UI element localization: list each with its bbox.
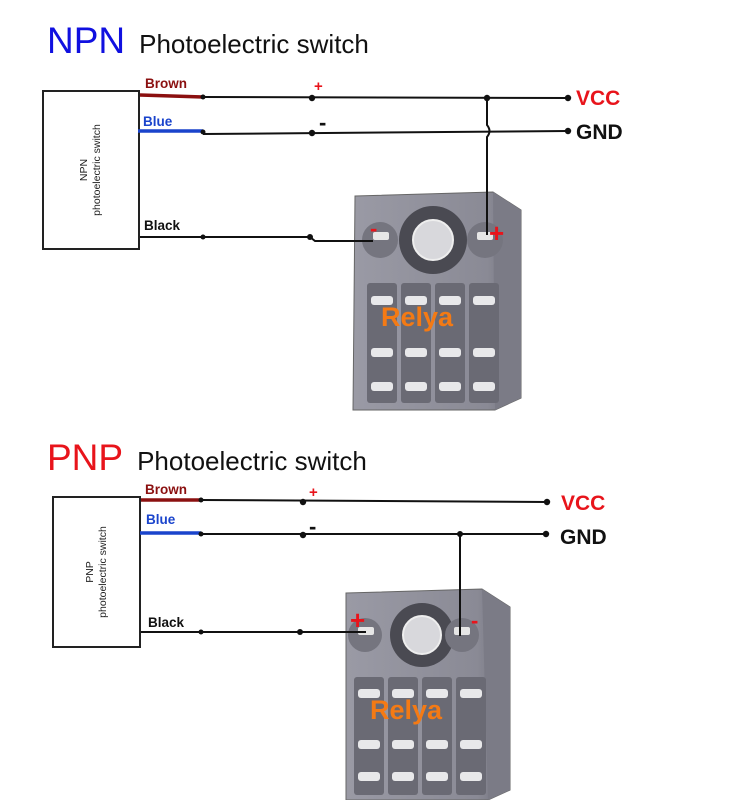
- npn-plus-sign: +: [314, 78, 323, 95]
- npn-vcc-label: VCC: [576, 87, 621, 110]
- pnp-vcc-terminal: [543, 498, 551, 506]
- pnp-wiring: [140, 497, 551, 636]
- pnp-node: [198, 497, 204, 503]
- npn-relay-plus-sign: +: [489, 218, 505, 248]
- pnp-subtitle: Photoelectric switch: [137, 446, 367, 476]
- pnp-vcc-label: VCC: [561, 492, 606, 515]
- npn-sensor-box: NPN photoelectric switch: [42, 90, 140, 250]
- npn-minus-sign: -: [319, 110, 327, 135]
- npn-node: [307, 234, 313, 240]
- npn-brown-wire: [139, 93, 204, 99]
- pnp-gnd-terminal: [542, 530, 550, 538]
- npn-gnd-line: [202, 130, 569, 135]
- npn-black-to-relay: [309, 236, 373, 242]
- pnp-vcc-line: [200, 499, 548, 503]
- npn-vcc-to-relay: [486, 98, 491, 235]
- pnp-node: [297, 629, 303, 635]
- pnp-brand-label: Relya: [370, 695, 443, 725]
- npn-section-title: NPN Photoelectric switch: [47, 20, 369, 62]
- pnp-relay-body: [345, 588, 511, 801]
- npn-brown-wire-label: Brown: [145, 76, 187, 91]
- npn-gnd-terminal: [564, 127, 572, 135]
- pnp-gnd-label: GND: [560, 526, 607, 549]
- npn-node: [308, 129, 316, 137]
- pnp-type-label: PNP: [47, 437, 124, 478]
- npn-relay-body: [352, 191, 522, 411]
- pnp-sensor-box: PNP photoelectric switch: [52, 496, 141, 648]
- npn-type-label: NPN: [47, 20, 126, 61]
- pnp-plus-sign: +: [309, 484, 318, 501]
- pnp-node: [299, 498, 307, 506]
- pnp-relay-plus-sign: +: [350, 605, 366, 635]
- pnp-junction: [457, 531, 463, 537]
- pnp-black-wire-label: Black: [148, 615, 185, 630]
- pnp-minus-sign: -: [309, 514, 317, 539]
- pnp-node: [299, 531, 307, 539]
- pnp-node: [198, 531, 204, 537]
- npn-black-wire-label: Black: [144, 218, 181, 233]
- pnp-relay-minus-sign: -: [471, 608, 479, 633]
- npn-subtitle: Photoelectric switch: [139, 29, 369, 59]
- npn-junction: [483, 94, 491, 102]
- pnp-blue-wire-label: Blue: [146, 512, 176, 527]
- npn-vcc-terminal: [564, 94, 572, 102]
- npn-wiring: [138, 93, 572, 242]
- pnp-section-title: PNP Photoelectric switch: [47, 437, 367, 479]
- pnp-brown-wire-label: Brown: [145, 482, 187, 497]
- npn-relay: [345, 188, 525, 418]
- npn-node: [308, 94, 316, 102]
- npn-node: [200, 129, 206, 135]
- npn-vcc-line: [202, 96, 569, 99]
- pnp-relay: [340, 585, 515, 805]
- pnp-node: [198, 629, 204, 635]
- npn-relay-minus-sign: -: [370, 216, 378, 241]
- npn-brand-label: Relya: [381, 302, 454, 332]
- npn-node: [200, 234, 206, 240]
- npn-gnd-label: GND: [576, 121, 623, 144]
- npn-node: [200, 94, 206, 100]
- npn-blue-wire-label: Blue: [143, 114, 173, 129]
